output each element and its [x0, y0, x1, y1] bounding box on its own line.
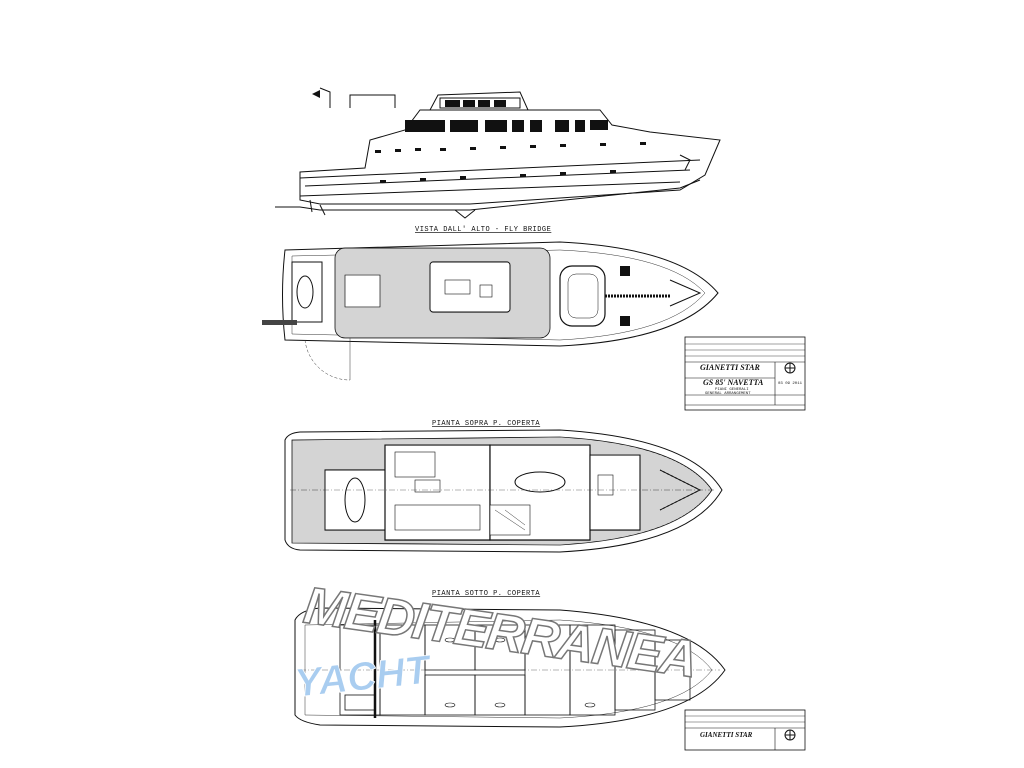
compass-logo-icon	[784, 729, 796, 741]
profile-view	[275, 87, 721, 219]
title-block-subtitle-it: PIANI GENERALI	[715, 388, 749, 392]
view-label-fly-bridge: VISTA DALL' ALTO - FLY BRIDGE	[415, 226, 551, 234]
view-label-main-deck: PIANTA SOPRA P. COPERTA	[432, 420, 540, 428]
lower-deck-plan	[294, 607, 726, 728]
title-block-lower: GIANETTI STAR	[684, 709, 806, 751]
title-block-company: GIANETTI STAR	[700, 363, 760, 372]
title-block: GIANETTI STAR GS 85' NAVETTA PIANI GENER…	[684, 336, 806, 411]
main-deck-plan	[284, 429, 723, 553]
view-label-lower-deck: PIANTA SOTTO P. COPERTA	[432, 590, 540, 598]
title-block-model: GS 85' NAVETTA	[703, 378, 764, 387]
fly-bridge-plan	[262, 241, 719, 381]
title-block-subtitle-en: GENERAL ARRANGEMENT	[705, 392, 751, 396]
title-block-date: 03 09 2011	[778, 382, 803, 386]
compass-logo-icon	[784, 362, 796, 374]
title-block-lower-company: GIANETTI STAR	[700, 731, 753, 739]
watermark-line2: YACHT	[293, 648, 435, 706]
